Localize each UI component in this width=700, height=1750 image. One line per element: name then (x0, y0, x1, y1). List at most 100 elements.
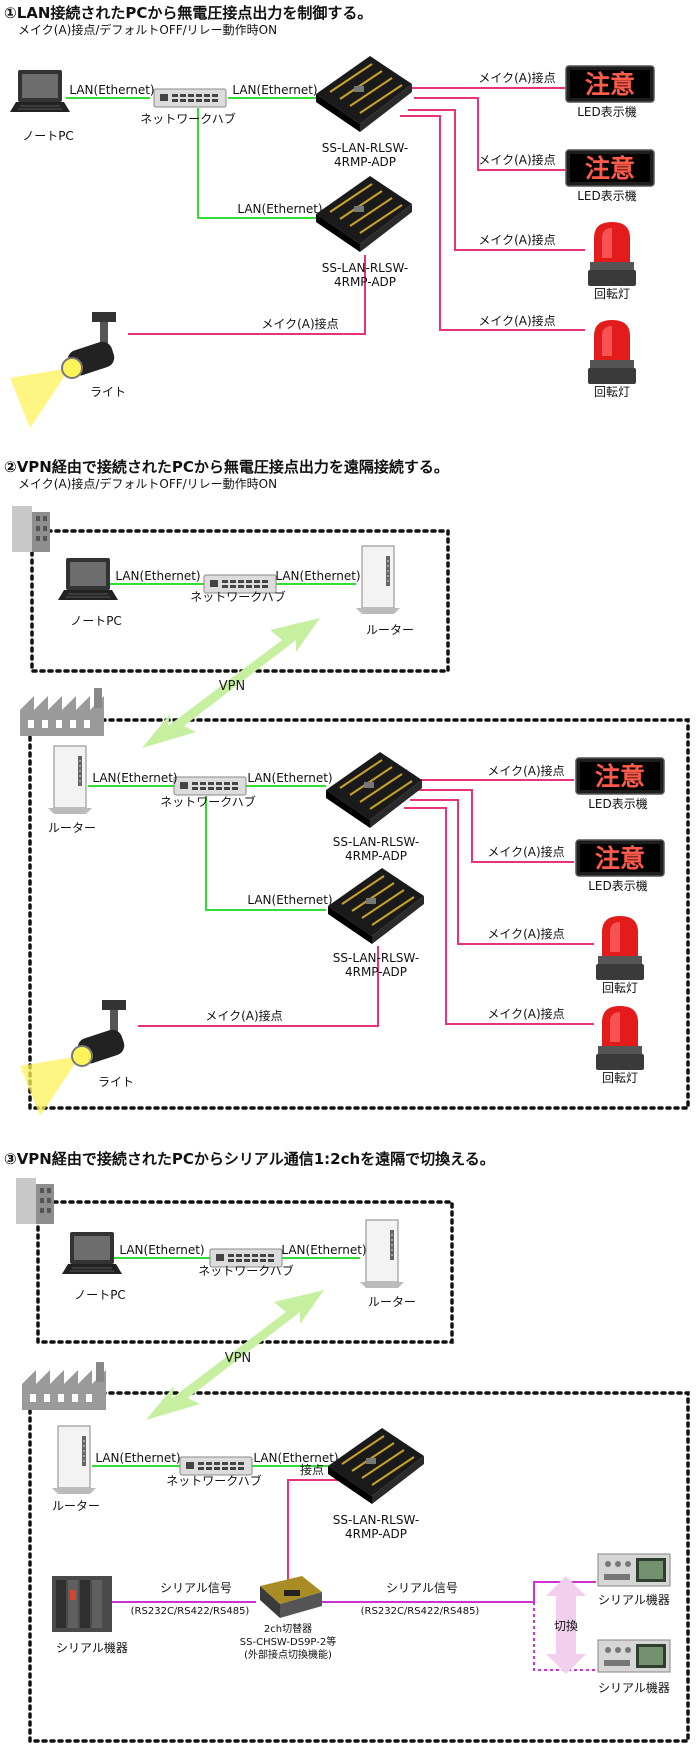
device-1-line1: SS-LAN-RLSW- (322, 141, 408, 155)
lamp-label: 回転灯 (602, 981, 638, 995)
laptop-label: ノートPC (74, 1288, 126, 1302)
relay-device-icon (325, 751, 423, 829)
lan-label: LAN(Ethernet) (95, 1451, 180, 1465)
lan-links (66, 97, 326, 219)
serial-device-icon (597, 1639, 671, 1673)
serial-signal-label: シリアル信号 (386, 1581, 458, 1595)
contact-label: メイク(A)接点 (205, 1008, 282, 1023)
serial-std-label: (RS232C/RS422/RS485) (131, 1606, 250, 1617)
lamp-label: 回転灯 (594, 287, 630, 301)
hub-label: ネットワークハブ (198, 1263, 293, 1278)
section-1-subtitle: メイク(A)接点/デフォルトOFF/リレー動作時ON (18, 22, 277, 37)
device-2-line1: SS-LAN-RLSW- (333, 951, 419, 965)
led-text: 注意 (595, 844, 645, 873)
device-2-line2: 4RMP-ADP (345, 965, 407, 979)
network-hub-icon (179, 1456, 253, 1476)
relay-device-icon (315, 55, 413, 133)
plc-icon (52, 1576, 112, 1632)
switcher-icon (260, 1576, 322, 1618)
office-boundary (30, 529, 450, 673)
vpn-arrow (142, 618, 320, 748)
router-label: ルーター (366, 623, 414, 637)
section-3-title: ③VPN経由で接続されたPCからシリアル通信1:2chを遠隔で切換える。 (4, 1150, 495, 1168)
relay-device-icon (327, 867, 425, 945)
device-1-line2: 4RMP-ADP (345, 849, 407, 863)
serial-std-label: (RS232C/RS422/RS485) (361, 1606, 480, 1617)
lan-label: LAN(Ethernet) (237, 202, 322, 216)
office-building-icon (16, 1178, 54, 1224)
device-2-line2: 4RMP-ADP (334, 275, 396, 289)
network-hub-icon (173, 776, 247, 796)
contact-links (287, 1479, 348, 1586)
serial-links (110, 1581, 596, 1671)
router-icon (51, 1425, 97, 1495)
router-label: ルーター (368, 1295, 416, 1309)
device-2-line1: SS-LAN-RLSW- (322, 261, 408, 275)
rotating-lamp-icon (588, 320, 636, 384)
contact-label: メイク(A)接点 (478, 70, 555, 85)
section-1: ①LAN接続されたPCから無電圧接点出力を制御する。 メイク(A)接点/デフォル… (4, 4, 655, 429)
lamp-label: 回転灯 (602, 1071, 638, 1085)
rotating-lamp-icon (596, 916, 644, 980)
contact-label: メイク(A)接点 (478, 232, 555, 247)
led-label: LED表示機 (588, 878, 648, 893)
hub-label: ネットワークハブ (160, 794, 255, 809)
factory-boundary (28, 1391, 690, 1743)
lan-label: LAN(Ethernet) (247, 893, 332, 907)
lan-links (92, 1257, 360, 1467)
relay-device-icon (315, 175, 413, 253)
section-1-title: ①LAN接続されたPCから無電圧接点出力を制御する。 (4, 4, 372, 22)
hub-label: ネットワークハブ (140, 111, 235, 126)
serial-signal-label: シリアル信号 (160, 1581, 232, 1595)
contact-links (128, 87, 585, 335)
device-1-line2: 4RMP-ADP (334, 155, 396, 169)
router-label: ルーター (52, 1499, 100, 1513)
relay-device-icon (327, 1427, 425, 1505)
contact-links (138, 779, 594, 1027)
serial-device-label: シリアル機器 (56, 1640, 128, 1655)
light-label: ライト (90, 385, 126, 399)
serial-device-label: シリアル機器 (598, 1680, 670, 1695)
router-label: ルーター (48, 821, 96, 835)
spotlight-icon (9, 311, 118, 429)
lan-label: LAN(Ethernet) (92, 771, 177, 785)
rotating-lamp-icon (596, 1006, 644, 1070)
network-hub-icon (153, 88, 227, 108)
led-label: LED表示機 (577, 104, 637, 119)
switch-arrow (546, 1576, 586, 1674)
section-2-subtitle: メイク(A)接点/デフォルトOFF/リレー動作時ON (18, 476, 277, 491)
hub-label: ネットワークハブ (166, 1473, 261, 1488)
contact-label: メイク(A)接点 (487, 763, 564, 778)
led-label: LED表示機 (577, 188, 637, 203)
lan-label: LAN(Ethernet) (115, 569, 200, 583)
switch-label: 切換 (554, 1619, 578, 1633)
office-boundary (36, 1200, 454, 1344)
section-2: ②VPN経由で接続されたPCから無電圧接点出力を遠隔接続する。 メイク(A)接点… (4, 458, 690, 1117)
serial-device-icon (597, 1553, 671, 1587)
laptop-icon (9, 69, 71, 113)
router-icon (359, 1219, 405, 1289)
router-icon (355, 545, 401, 615)
device-line2: 4RMP-ADP (345, 1527, 407, 1541)
laptop-icon (57, 557, 119, 601)
contact-label: メイク(A)接点 (487, 926, 564, 941)
lan-label: LAN(Ethernet) (119, 1243, 204, 1257)
switcher-line1: 2ch切替器 (264, 1622, 312, 1635)
factory-icon (22, 1362, 106, 1410)
section-2-title: ②VPN経由で接続されたPCから無電圧接点出力を遠隔接続する。 (4, 458, 449, 476)
contact-short-label: 接点 (300, 1462, 324, 1477)
lan-label: LAN(Ethernet) (275, 569, 360, 583)
rotating-lamp-icon (588, 222, 636, 286)
lan-label: LAN(Ethernet) (253, 1451, 338, 1465)
lamp-label: 回転灯 (594, 385, 630, 399)
lan-label: LAN(Ethernet) (69, 83, 154, 97)
laptop-icon (61, 1231, 123, 1275)
led-text: 注意 (585, 154, 635, 183)
vpn-arrow (146, 1290, 324, 1420)
hub-label: ネットワークハブ (190, 589, 285, 604)
laptop-label: ノートPC (70, 614, 122, 628)
led-text: 注意 (595, 762, 645, 791)
contact-label: メイク(A)接点 (478, 313, 555, 328)
light-label: ライト (98, 1075, 134, 1089)
